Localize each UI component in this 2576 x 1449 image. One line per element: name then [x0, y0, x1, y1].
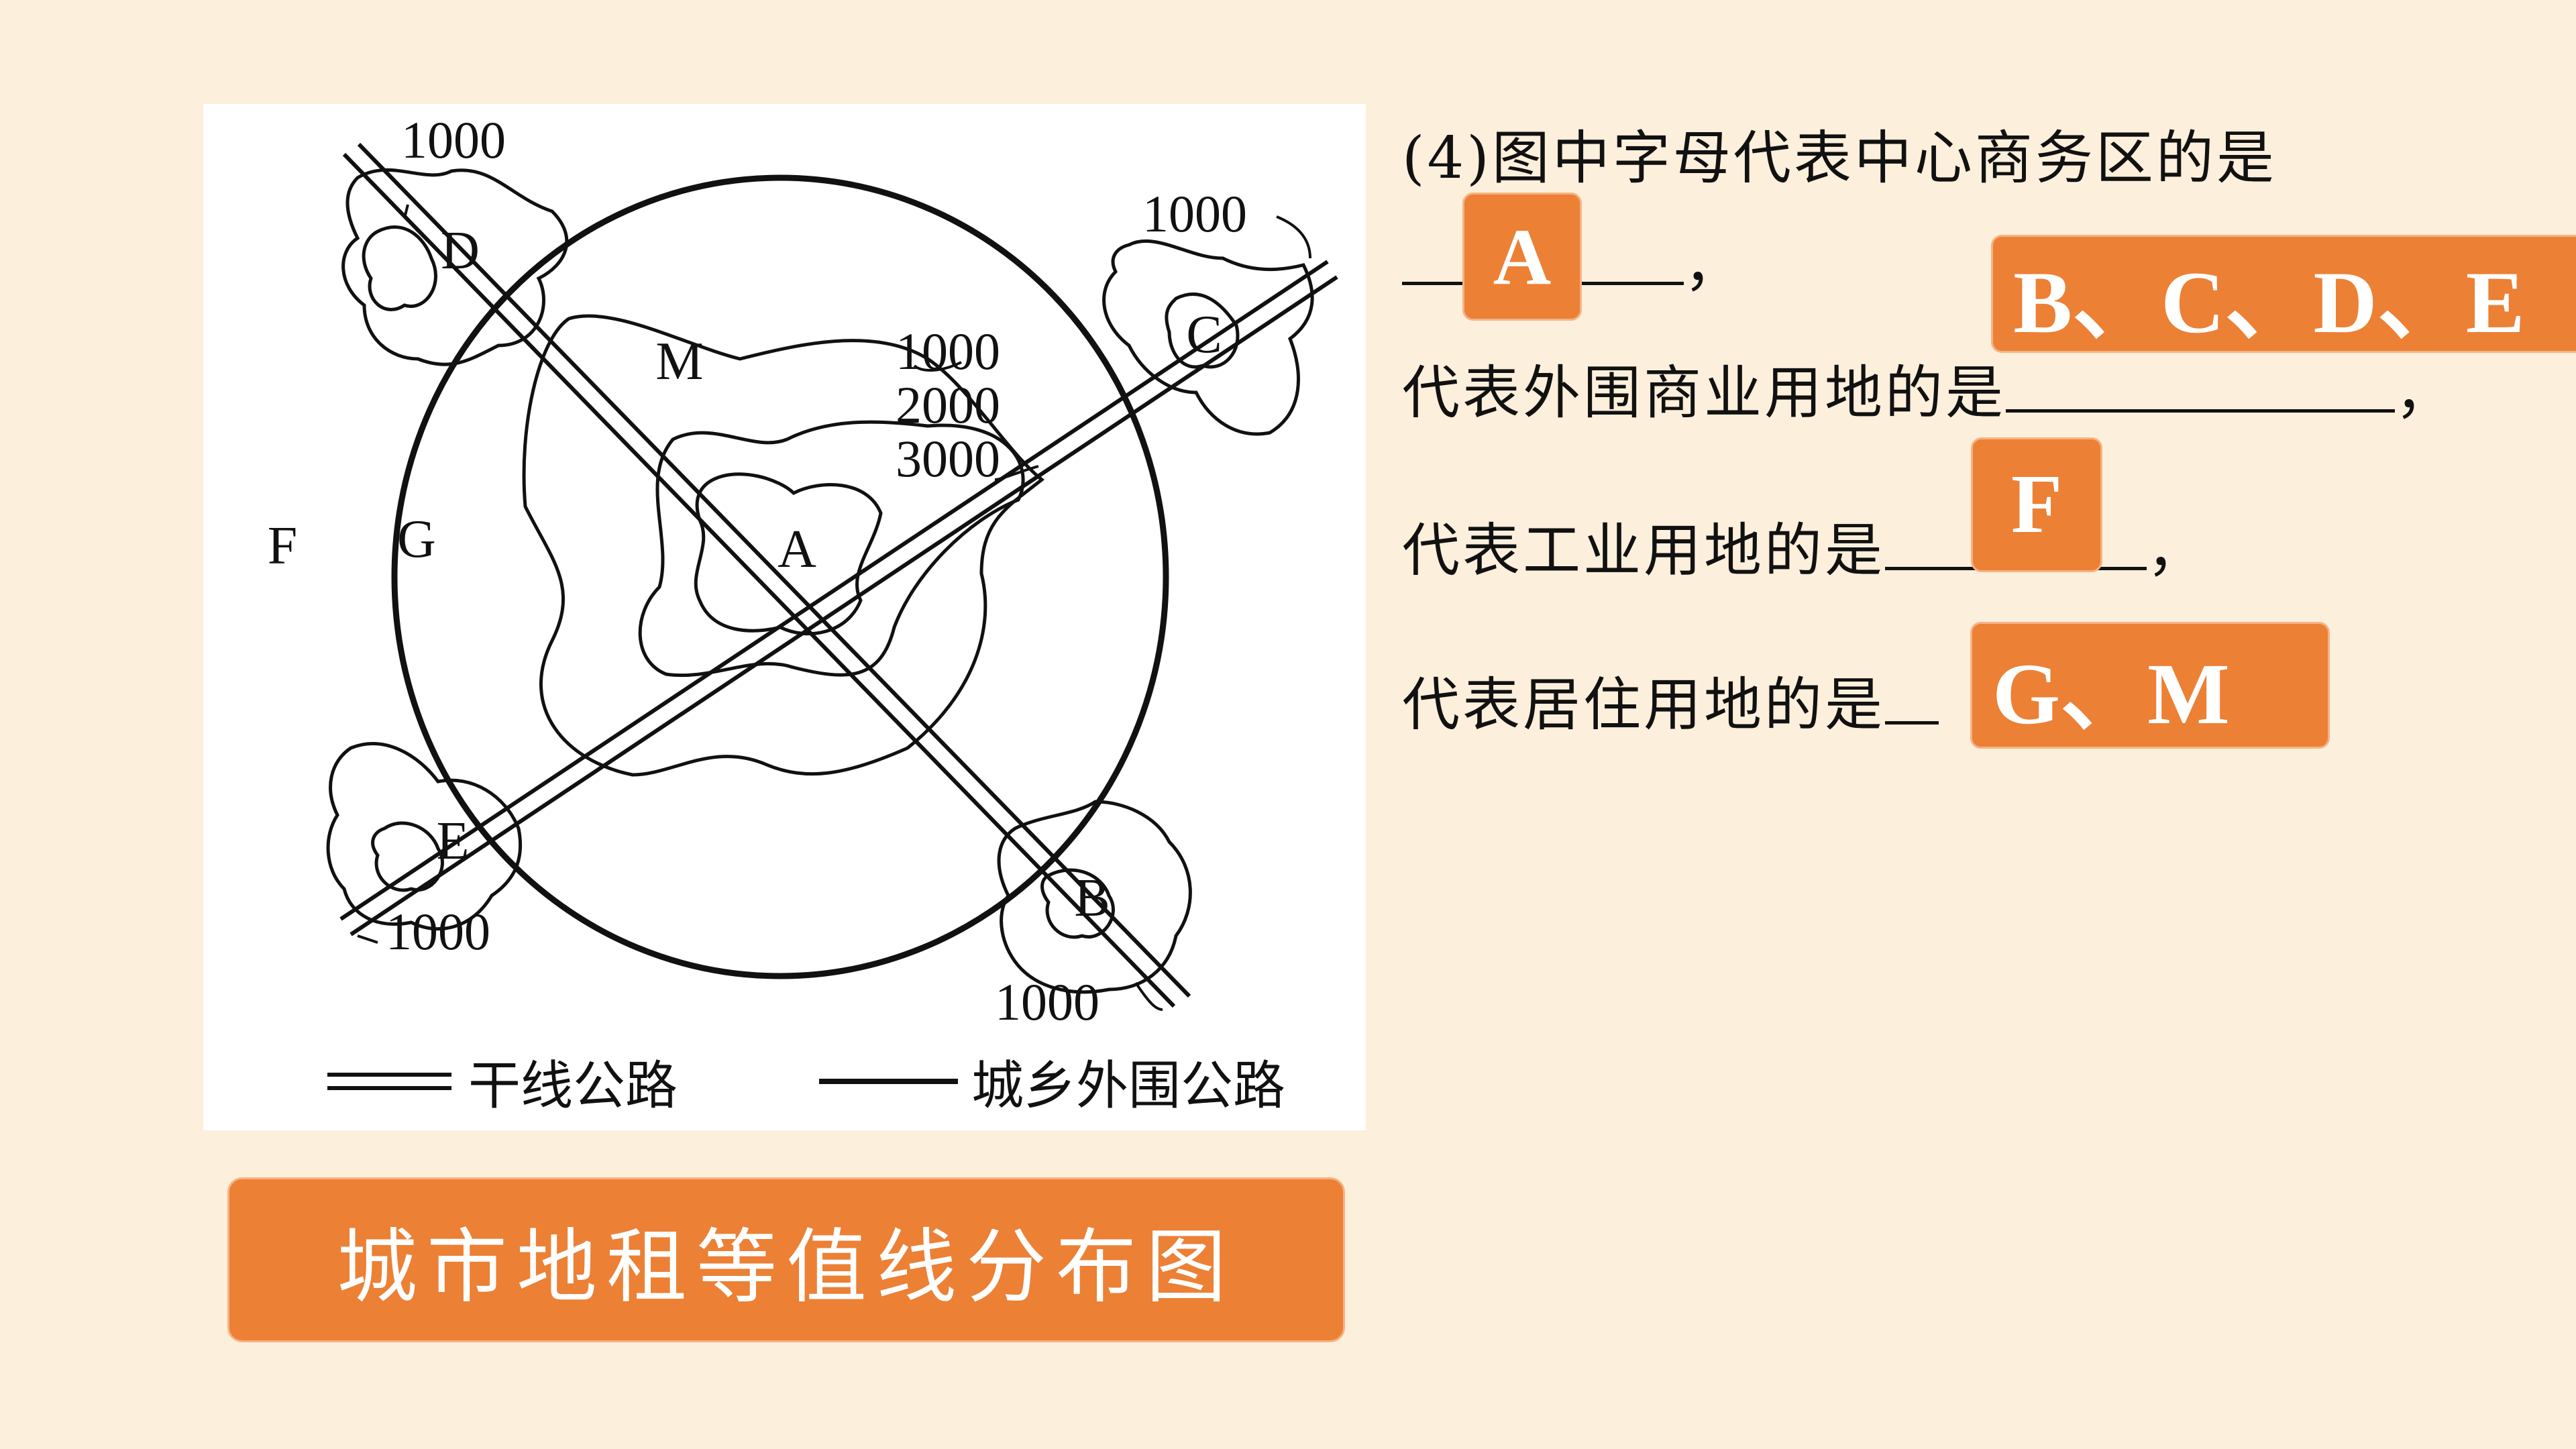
contour-1000-e [326, 742, 523, 931]
city-boundary-circle [391, 174, 1169, 979]
diagram-caption: 城市地租等值线分布图 [227, 1177, 1345, 1342]
label-a: A [777, 520, 816, 579]
legend-trunk-road-label: 干线公路 [468, 1056, 678, 1116]
label-e: E [437, 812, 470, 871]
contour-label-leaders [357, 204, 1311, 1011]
answer-industrial[interactable]: F [1971, 437, 2102, 572]
question-line-4: 代表工业用地的是 ， [1402, 503, 2207, 587]
contour-1000-b [997, 800, 1192, 994]
blank-commercial [2006, 362, 2395, 413]
question-line-5: 代表居住用地的是 [1402, 657, 1939, 741]
contour-label-1000-c: 1000 [1142, 184, 1247, 243]
legend-trunk-road-symbol [327, 1073, 451, 1090]
answer-cbd[interactable]: A [1462, 193, 1582, 321]
contour-label-1000-e: 1000 [386, 902, 490, 961]
contour-label-1000-d: 1000 [401, 111, 506, 169]
question-line-1: (4)图中字母代表中心商务区的是 [1402, 111, 2277, 195]
comma-3: ， [2147, 517, 2207, 584]
question-line-3: 代表外围商业用地的是 ， [1402, 345, 2455, 429]
residential-prompt: 代表居住用地的是 [1402, 672, 1885, 739]
node-inner-rings [362, 225, 1240, 939]
contour-3000 [694, 472, 883, 636]
industrial-prompt: 代表工业用地的是 [1402, 517, 1885, 584]
legend-ring-road-label: 城乡外围公路 [971, 1056, 1285, 1116]
label-m: M [655, 332, 703, 391]
blank-residential [1885, 674, 1939, 724]
contour-label-3000: 3000 [896, 429, 1000, 488]
comma-1: ， [1684, 232, 1744, 299]
commercial-prompt: 代表外围商业用地的是 [1402, 360, 2006, 427]
answer-residential[interactable]: G、M [1970, 622, 2330, 749]
contour-1000-center [522, 314, 1045, 777]
label-b: B [1074, 869, 1110, 928]
trunk-road-d-b [342, 142, 1191, 1008]
land-rent-diagram: A B C D E F G M 1000 2000 3000 1000 1000… [203, 104, 1366, 1130]
label-c: C [1186, 305, 1222, 364]
contour-1000-c [1102, 239, 1314, 436]
answer-commercial[interactable]: B、C、D、E [1991, 235, 2576, 353]
contour-label-2000: 2000 [896, 376, 1000, 434]
question-prompt: (4)图中字母代表中心商务区的是 [1402, 125, 2277, 192]
contour-label-1000-b: 1000 [995, 973, 1099, 1031]
label-g: G [397, 510, 436, 569]
comma-2: ， [2395, 360, 2455, 427]
label-d: D [441, 221, 480, 280]
label-f: F [268, 517, 298, 576]
contour-label-1000-center: 1000 [896, 322, 1000, 380]
contour-2000 [638, 420, 1025, 678]
contour-1000-d [341, 168, 569, 366]
